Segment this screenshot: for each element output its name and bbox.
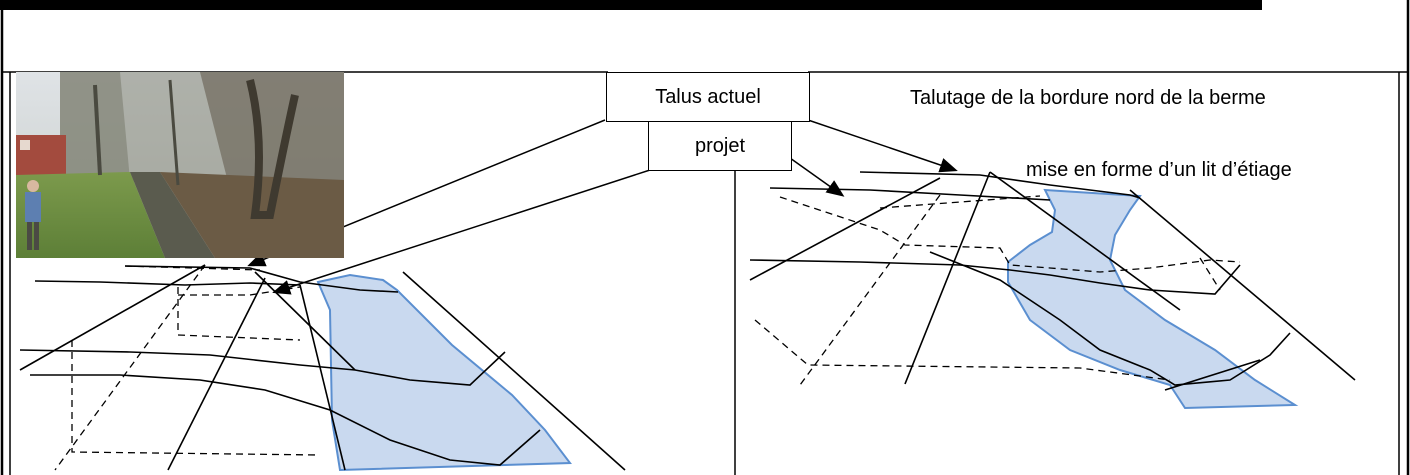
photo-riverbank: [16, 72, 344, 258]
top-bar: [0, 0, 1262, 10]
arrow-talus-right: [807, 119, 958, 173]
left-water-polygon: [316, 273, 572, 472]
right-dashed-lines: [754, 194, 1241, 386]
talutage-label: Talutage de la bordure nord de la berme: [910, 87, 1266, 109]
left-dashed-lines: [54, 264, 321, 471]
arrow-projet-right: [789, 157, 845, 197]
talus-actuel-label: Talus actuel: [655, 86, 761, 108]
arrow-projet-left: [272, 169, 651, 295]
leader-arrows: [247, 119, 958, 295]
right-water-polygon: [1007, 188, 1299, 410]
left-profile-lines: [19, 264, 626, 471]
lit-etiage-label: mise en forme d’un lit d’étiage: [1026, 159, 1292, 181]
projet-label: projet: [694, 135, 746, 157]
right-profile-lines: [749, 171, 1356, 391]
projet-box: projet: [648, 121, 792, 171]
talus-actuel-box: Talus actuel: [606, 72, 810, 122]
